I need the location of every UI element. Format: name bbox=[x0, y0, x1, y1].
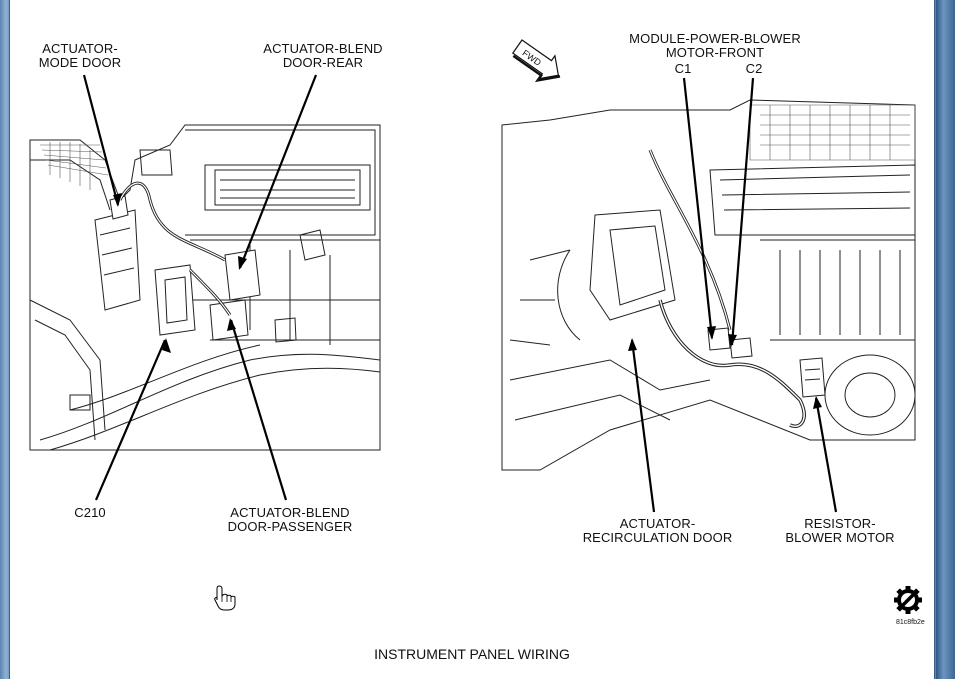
wiring-diagram: FWD bbox=[29, 39, 922, 614]
label-actuator-recirculation-door: ACTUATOR-RECIRCULATION DOOR bbox=[582, 516, 733, 545]
label-c1: C1 bbox=[674, 61, 692, 76]
label-c210: C210 bbox=[74, 505, 106, 520]
fwd-arrow-icon: FWD bbox=[511, 39, 561, 83]
label-actuator-mode-door: ACTUATOR-MODE DOOR bbox=[38, 41, 122, 70]
figure-caption: INSTRUMENT PANEL WIRING bbox=[374, 646, 570, 662]
hand-cursor-icon bbox=[214, 585, 236, 611]
label-c2: C2 bbox=[745, 61, 763, 76]
leader-lines bbox=[82, 74, 838, 513]
left-hvac-illustration bbox=[29, 124, 381, 451]
label-resistor-blower-motor: RESISTOR-BLOWER MOTOR bbox=[785, 516, 895, 545]
gear-logo-icon bbox=[894, 586, 922, 614]
viewer-scrollbar[interactable] bbox=[936, 0, 955, 679]
right-hvac-illustration bbox=[501, 99, 916, 471]
image-code: 81c8fb2e bbox=[896, 619, 925, 626]
document-page: FWD ACTUATOR-MODE DOOR AC bbox=[10, 0, 934, 679]
